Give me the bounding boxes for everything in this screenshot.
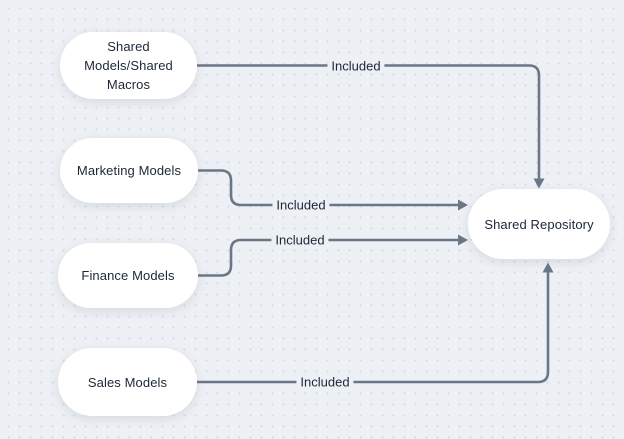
node-label: Shared Models/Shared Macros: [84, 39, 173, 92]
edge-label-finance-included: Included: [271, 232, 329, 248]
node-label: Sales Models: [87, 374, 168, 390]
connector-finance-to-repository: [198, 238, 458, 277]
arrowhead-up-icon: [542, 262, 554, 273]
node-label: Shared Repository: [484, 216, 594, 232]
edge-label-sales-included: Included: [296, 374, 354, 390]
node-finance-models: Finance Models: [58, 243, 198, 308]
connector-marketing-to-repository: [198, 169, 458, 207]
arrowhead-right-icon: [458, 199, 468, 211]
node-sales-models: Sales Models: [58, 348, 197, 416]
connector-shared-models-to-repository: [197, 64, 541, 179]
node-label: Marketing Models: [76, 163, 182, 178]
node-shared-models-shared-macros: Shared Models/Shared Macros: [60, 32, 197, 99]
arrowhead-right-icon: [458, 234, 468, 246]
node-shared-repository: Shared Repository: [468, 189, 610, 259]
connector-sales-to-repository: [197, 272, 550, 384]
edge-label-marketing-included: Included: [272, 197, 330, 213]
node-label: Finance Models: [81, 268, 175, 283]
edge-label-shared-models-included: Included: [327, 58, 385, 73]
node-marketing-models: Marketing Models: [60, 138, 198, 203]
arrowhead-down-icon: [533, 178, 545, 189]
